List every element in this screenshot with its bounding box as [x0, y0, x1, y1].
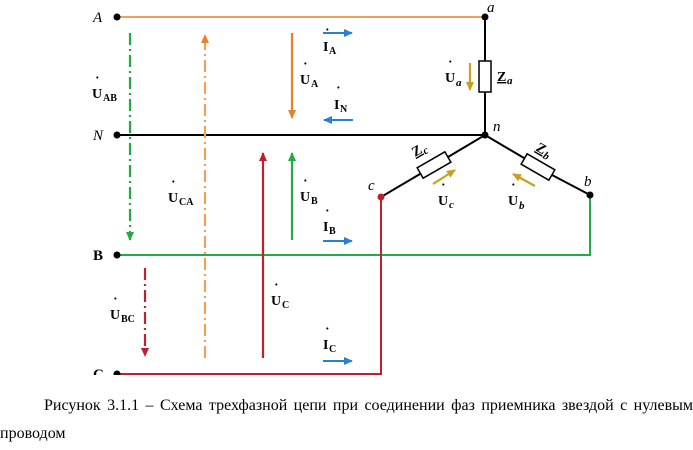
impedance-zb [520, 152, 556, 182]
svg-text:a: a [456, 77, 462, 89]
figure-caption: Рисунок 3.1.1 – Схема трехфазной цепи пр… [0, 397, 693, 442]
node-C [113, 370, 121, 375]
svg-text:U: U [271, 294, 281, 309]
svg-text:˙: ˙ [325, 208, 330, 223]
node-b [586, 191, 594, 199]
svg-text:U: U [92, 87, 102, 102]
svg-text:˙: ˙ [274, 282, 279, 297]
svg-text:U: U [445, 71, 455, 86]
wire-zc-to-c [380, 173, 421, 198]
node-a [481, 13, 489, 21]
wires [117, 16, 591, 375]
svg-text:˙: ˙ [303, 61, 308, 76]
node-A [113, 13, 121, 21]
svg-text:˙: ˙ [511, 182, 516, 197]
label-node-b: b [584, 174, 592, 190]
svg-text:B: B [311, 196, 318, 207]
node-N [113, 131, 121, 139]
node-c [377, 193, 385, 201]
arrow-voltage-load-b [512, 173, 536, 187]
svg-text:U: U [300, 190, 310, 205]
wire-zb-to-b [551, 174, 591, 196]
label-node-B: B [93, 248, 103, 264]
svg-text:A: A [329, 46, 337, 57]
label-voltage-load-b: ˙ U b [508, 182, 525, 212]
label-voltage-a-phase: ˙ U A [300, 61, 319, 90]
label-node-n: n [493, 119, 501, 135]
svg-text:c: c [421, 144, 431, 157]
svg-text:˙: ˙ [448, 59, 453, 74]
svg-text:˙: ˙ [336, 85, 341, 100]
svg-text:U: U [300, 73, 310, 88]
label-voltage-load-c: ˙ U c [438, 182, 454, 211]
svg-text:U: U [508, 194, 518, 209]
svg-text:c: c [449, 199, 454, 211]
svg-text:a: a [507, 75, 513, 87]
label-impedance-zb: Z b [533, 140, 552, 163]
svg-text:Z: Z [497, 70, 506, 85]
label-node-a: a [487, 0, 495, 16]
label-current-b: ˙ I B [323, 208, 336, 237]
label-voltage-bc: ˙ U BC [110, 296, 135, 325]
label-voltage-b-phase: ˙ U B [300, 178, 318, 207]
svg-text:I: I [323, 220, 328, 235]
svg-text:C: C [329, 344, 336, 355]
svg-text:CA: CA [179, 197, 194, 208]
label-current-a: ˙ I A [323, 27, 337, 57]
svg-text:b: b [541, 150, 552, 163]
svg-text:A: A [311, 79, 319, 90]
label-node-c: c [368, 178, 375, 194]
label-voltage-ab: ˙ U AB [92, 75, 117, 104]
label-voltage-load-a: ˙ U a [445, 59, 462, 89]
label-current-c: ˙ I C [323, 326, 336, 355]
node-B [113, 251, 121, 259]
svg-text:I: I [334, 98, 339, 113]
wire-n-to-zb [484, 134, 525, 159]
svg-text:N: N [340, 104, 348, 115]
svg-text:˙: ˙ [303, 178, 308, 193]
wire-n-to-zc [447, 134, 486, 158]
svg-text:U: U [168, 191, 178, 206]
label-node-N: N [92, 128, 104, 144]
svg-text:BC: BC [121, 314, 135, 325]
three-phase-circuit-diagram: A a N n B b c C ˙ U AB ˙ U CA ˙ U BC ˙ U… [92, 0, 594, 375]
nodes [113, 13, 594, 375]
impedance-za [478, 60, 492, 93]
svg-text:AB: AB [103, 93, 117, 104]
svg-text:U: U [438, 194, 448, 209]
svg-text:I: I [323, 40, 328, 55]
label-voltage-ca: ˙ U CA [168, 179, 194, 208]
label-impedance-za: Z a [497, 70, 513, 87]
label-node-C: C [93, 367, 104, 375]
svg-text:˙: ˙ [441, 182, 446, 197]
label-voltage-c-phase: ˙ U C [271, 282, 289, 311]
svg-text:I: I [323, 338, 328, 353]
svg-text:˙: ˙ [171, 179, 176, 194]
svg-text:b: b [519, 200, 525, 212]
label-node-A: A [92, 10, 103, 26]
arrow-voltage-load-c [432, 169, 456, 185]
svg-text:C: C [282, 300, 289, 311]
wire-phase-b [117, 195, 591, 256]
svg-text:˙: ˙ [325, 326, 330, 341]
impedance-zc [416, 150, 452, 180]
svg-text:˙: ˙ [95, 75, 100, 90]
svg-text:U: U [110, 308, 120, 323]
svg-text:B: B [329, 226, 336, 237]
wire-phase-c [117, 197, 382, 375]
svg-text:˙: ˙ [325, 27, 330, 42]
svg-text:˙: ˙ [113, 296, 118, 311]
node-n [481, 131, 489, 139]
label-impedance-zc: Z c [410, 143, 431, 161]
label-current-n: ˙ I N [334, 85, 348, 115]
